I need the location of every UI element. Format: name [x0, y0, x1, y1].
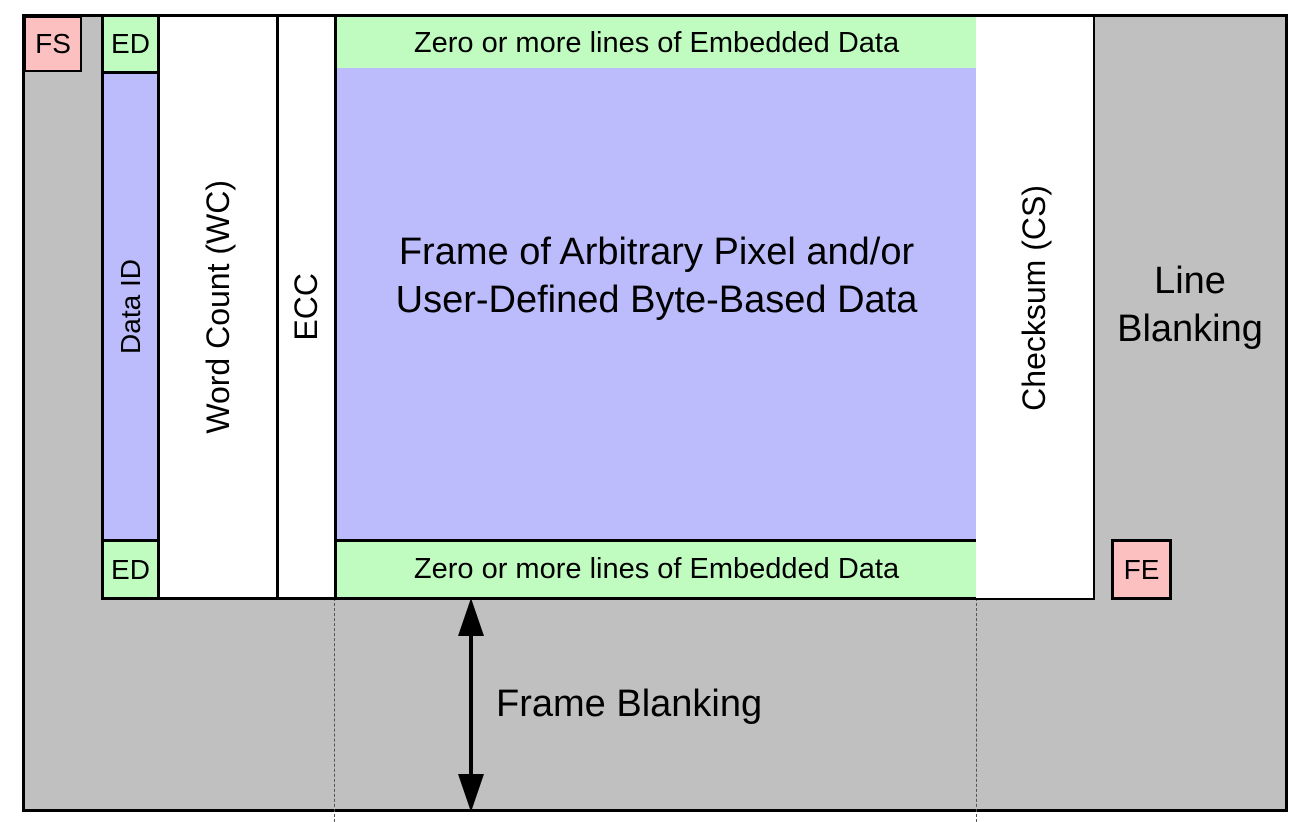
- fe-marker: FE: [1111, 539, 1172, 600]
- ed-top-label: ED: [111, 28, 150, 59]
- checksum-label: Checksum (CS): [1016, 184, 1052, 411]
- ed-bottom-cell: ED: [101, 539, 160, 600]
- embedded-data-bottom: Zero or more lines of Embedded Data: [334, 539, 979, 600]
- word-count-column: Word Count (WC): [157, 14, 279, 600]
- fe-label: FE: [1123, 553, 1160, 585]
- embedded-bottom-label: Zero or more lines of Embedded Data: [413, 553, 900, 585]
- embedded-top-label: Zero or more lines of Embedded Data: [413, 26, 900, 59]
- frame-blanking-text: Frame Blanking: [496, 682, 763, 725]
- payload-line1: Frame of Arbitrary Pixel and/or: [398, 230, 915, 273]
- ed-bottom-label: ED: [111, 553, 150, 585]
- embedded-data-top: Zero or more lines of Embedded Data: [334, 14, 979, 70]
- checksum-column: Checksum (CS): [976, 14, 1095, 600]
- ecc-label: ECC: [288, 273, 324, 341]
- dashed-guide-right: [976, 598, 977, 822]
- data-id-column: Data ID: [101, 71, 160, 542]
- dashed-guide-left: [334, 598, 335, 822]
- frame-blanking-arrow: [458, 598, 484, 812]
- fs-label: FS: [35, 28, 71, 59]
- ed-top-cell: ED: [101, 14, 160, 74]
- line-blanking-line1: Line: [1154, 260, 1226, 302]
- word-count-label: Word Count (WC): [199, 180, 236, 434]
- payload-line2: User-Defined Byte-Based Data: [395, 278, 918, 321]
- data-id-label: Data ID: [114, 259, 146, 354]
- ecc-column: ECC: [276, 14, 337, 600]
- frame-blanking-label: Frame Blanking: [496, 676, 796, 732]
- payload-area: Frame of Arbitrary Pixel and/or User-Def…: [334, 68, 979, 543]
- line-blanking-line2: Blanking: [1117, 308, 1263, 350]
- fs-marker: FS: [24, 16, 82, 72]
- line-blanking-label: Line Blanking: [1095, 250, 1285, 360]
